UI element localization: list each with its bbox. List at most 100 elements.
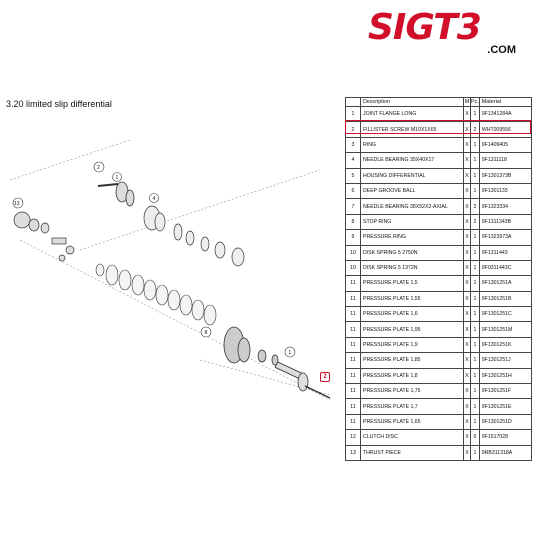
row-qty: 1 (470, 321, 480, 338)
row-description: PRESSURE PLATE 1,95 (360, 321, 464, 338)
row-pos: 11 (345, 275, 361, 292)
row-m: X (463, 275, 471, 292)
svg-text:2: 2 (97, 165, 100, 171)
row-material: 9F1341284A (478, 105, 533, 123)
row-description: PRESSURE PLATE 1,5 (360, 275, 464, 292)
row-m: X (463, 306, 471, 323)
row-qty: 6 (470, 429, 480, 446)
row-m: X (463, 352, 471, 369)
row-m: X (463, 429, 471, 446)
row-m: X (463, 444, 471, 461)
row-description: STOP RING (360, 213, 464, 231)
row-pos: 7 (345, 198, 361, 215)
row-material: 9F1301251J (478, 352, 533, 369)
row-qty: 1 (470, 367, 480, 385)
row-pos: 11 (345, 306, 361, 323)
row-qty: 1 (470, 290, 480, 308)
row-pos: 11 (345, 336, 361, 354)
row-qty: 1 (470, 336, 480, 354)
joint-flange-shaft (274, 361, 331, 399)
row-material: 9F1301251F (478, 383, 533, 400)
header-qty: Pc. (470, 97, 480, 107)
svg-text:8: 8 (205, 330, 208, 336)
row-material: 9F1311443 (478, 244, 533, 261)
row-material: 9F1301251C (478, 306, 533, 323)
row-material: 9F1311343B (478, 213, 533, 231)
row-qty: 1 (470, 444, 480, 461)
row-material: 9F1301251K (478, 336, 533, 354)
flange-part (115, 181, 135, 207)
row-qty: 1 (470, 259, 480, 277)
row-m: X (463, 413, 471, 431)
row-qty: 1 (470, 306, 480, 323)
row-material: 9F1301251A (478, 275, 533, 292)
row-qty: 2 (470, 198, 480, 215)
row-material: 9F1323334 (478, 198, 533, 215)
row-pos: 11 (345, 367, 361, 385)
row-pos: 3 (345, 136, 361, 154)
row-material: 9F1301251D (478, 413, 533, 431)
row-description: NEEDLE BEARING 38X52X2-AXIAL (360, 198, 464, 215)
row-qty: 1 (470, 136, 480, 154)
highlight-callout[interactable]: 2 (320, 372, 330, 382)
row-m: X (463, 198, 471, 215)
row-qty: 1 (470, 244, 480, 261)
row-pos: 12 (345, 429, 361, 446)
header-pos (345, 97, 361, 107)
row-description: DISK SPRING 5 2750N (360, 244, 464, 261)
row-pos: 4 (345, 152, 361, 169)
row-material: 9F1517028 (478, 429, 533, 446)
row-qty: 1 (470, 275, 480, 292)
row-pos: 11 (345, 398, 361, 415)
row-description: PRESSURE PLATE 1,6 (360, 306, 464, 323)
row-m: X (463, 213, 471, 231)
row-material: 9F1409405 (478, 136, 533, 154)
row-pos: 9 (345, 229, 361, 246)
row-m: X (463, 367, 471, 385)
row-pos: 10 (345, 244, 361, 261)
row-description: HOUSING DIFFERENTIAL (360, 167, 464, 184)
row-material: 9F1301251H (478, 367, 533, 385)
logo-wordmark: SIGT3 (368, 7, 482, 48)
row-m: X (463, 152, 471, 169)
row-material: 9F1301251E (478, 398, 533, 415)
upper-gear-stack (143, 205, 245, 267)
svg-text:13: 13 (14, 201, 20, 207)
row-m: X (463, 336, 471, 354)
row-description: PRESSURE PLATE 1,8 (360, 367, 464, 385)
row-m: X (463, 398, 471, 415)
row-m: X (463, 321, 471, 338)
row-m: X (463, 290, 471, 308)
row-description: PRESSURE PLATE 1,55 (360, 290, 464, 308)
row-material: 9F1301133 (478, 182, 533, 200)
left-small-parts (13, 211, 75, 262)
brand-logo[interactable]: SIGT3 .COM (368, 10, 520, 64)
row-description: DEEP GROOVE BALL (360, 182, 464, 200)
row-description: PRESSURE PLATE 1,75 (360, 383, 464, 400)
row-material: 9F1323973A (478, 229, 533, 246)
